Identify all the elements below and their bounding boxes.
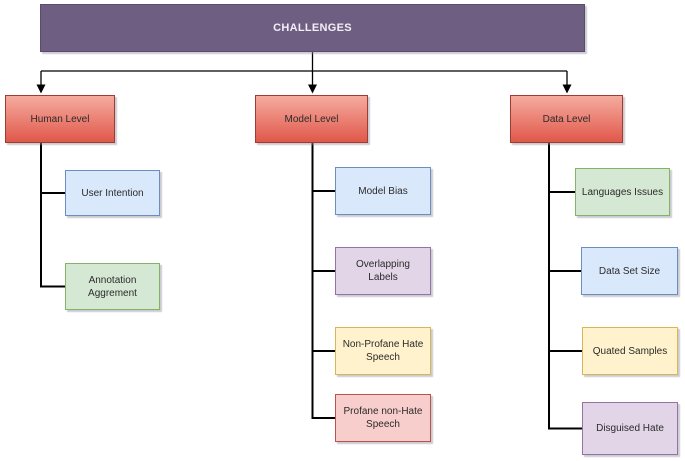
profane-non-hate-speech-label: Profane non-Hate Speech <box>343 406 423 430</box>
languages-issues-label: Languages Issues <box>581 186 664 198</box>
disguised-hate-node[interactable]: Disguised Hate <box>582 402 678 455</box>
human-level-label: Human Level <box>30 113 90 125</box>
annotation-aggrement-label: Annotation Aggrement <box>88 274 137 299</box>
non-profane-hate-speech-label: Non-Profane Hate Speech <box>342 339 424 363</box>
model-level-label: Model Level <box>284 113 339 125</box>
human-level-node[interactable]: Human Level <box>5 95 115 143</box>
challenges-node[interactable]: CHALLENGES <box>40 4 585 52</box>
user-intention-label: User Intention <box>81 187 144 199</box>
disguised-hate-label: Disguised Hate <box>596 423 664 434</box>
data-level-node[interactable]: Data Level <box>510 95 623 143</box>
user-intention-node[interactable]: User Intention <box>65 170 160 216</box>
challenges-label: CHALLENGES <box>273 21 352 34</box>
non-profane-hate-speech-node[interactable]: Non-Profane Hate Speech <box>335 327 431 375</box>
quated-samples-label: Quated Samples <box>592 345 668 357</box>
data-level-label: Data Level <box>542 113 591 125</box>
data-set-size-node[interactable]: Data Set Size <box>581 247 678 295</box>
languages-issues-node[interactable]: Languages Issues <box>575 168 670 216</box>
profane-non-hate-speech-node[interactable]: Profane non-Hate Speech <box>335 394 431 442</box>
quated-samples-node[interactable]: Quated Samples <box>582 327 678 375</box>
overlapping-labels-label: Overlapping Labels <box>356 259 410 283</box>
model-bias-label: Model Bias <box>358 185 408 197</box>
overlapping-labels-node[interactable]: Overlapping Labels <box>335 247 431 295</box>
model-level-node[interactable]: Model Level <box>255 95 368 143</box>
data-set-size-label: Data Set Size <box>598 265 661 277</box>
annotation-aggrement-node[interactable]: Annotation Aggrement <box>65 263 160 310</box>
model-bias-node[interactable]: Model Bias <box>335 167 431 215</box>
